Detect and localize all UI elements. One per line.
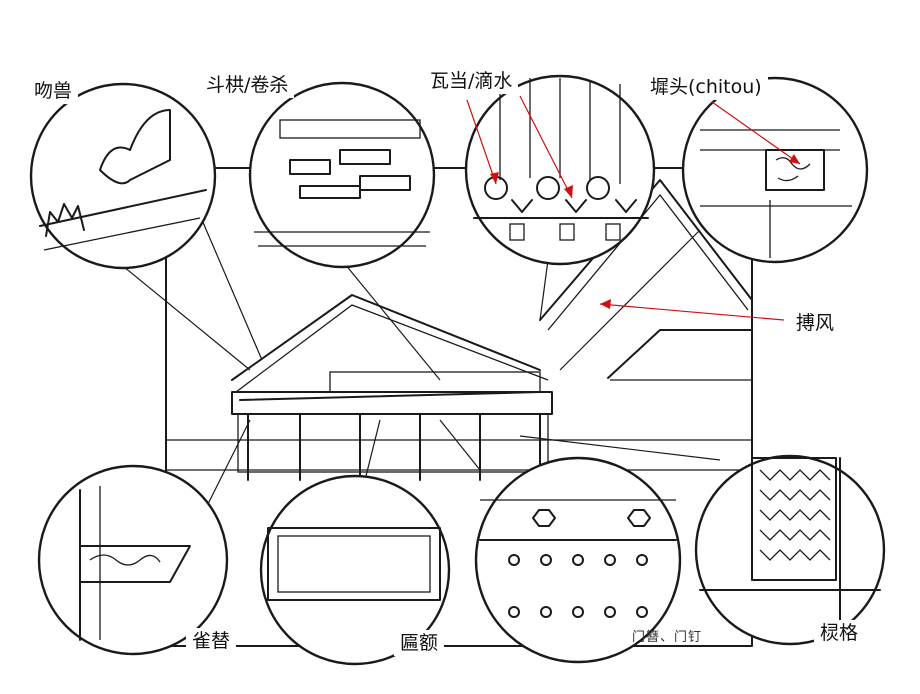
detail-biane [259,474,451,666]
label-chitou: 墀头(chitou) [644,74,768,100]
detail-chitou [681,76,869,264]
label-biane: 匾额 [394,630,445,656]
detail-menzan [474,456,682,664]
label-wenshou: 吻兽 [28,78,79,104]
label-wadang: 瓦当/滴水 [424,68,519,94]
annotation-arrows [466,95,801,321]
detail-dougong [248,81,436,269]
arrow-dishui [519,95,573,199]
arrow-bofeng [599,303,785,321]
caption-menzan-mending: 门簪、门钉 [632,630,703,645]
detail-wadang [464,74,656,266]
arrow-wadang [466,99,497,185]
arrow-chitou [711,101,801,165]
detail-wenshou [29,82,217,270]
leader-lines [117,219,721,521]
main-building [165,167,753,647]
label-dougong: 斗栱/卷杀 [200,72,295,98]
label-bofeng: 搏风 [790,310,841,336]
detail-queti [37,464,229,656]
label-lingge: 棂格 [814,620,865,646]
label-queti: 雀替 [186,628,237,654]
detail-lingge [694,454,886,646]
